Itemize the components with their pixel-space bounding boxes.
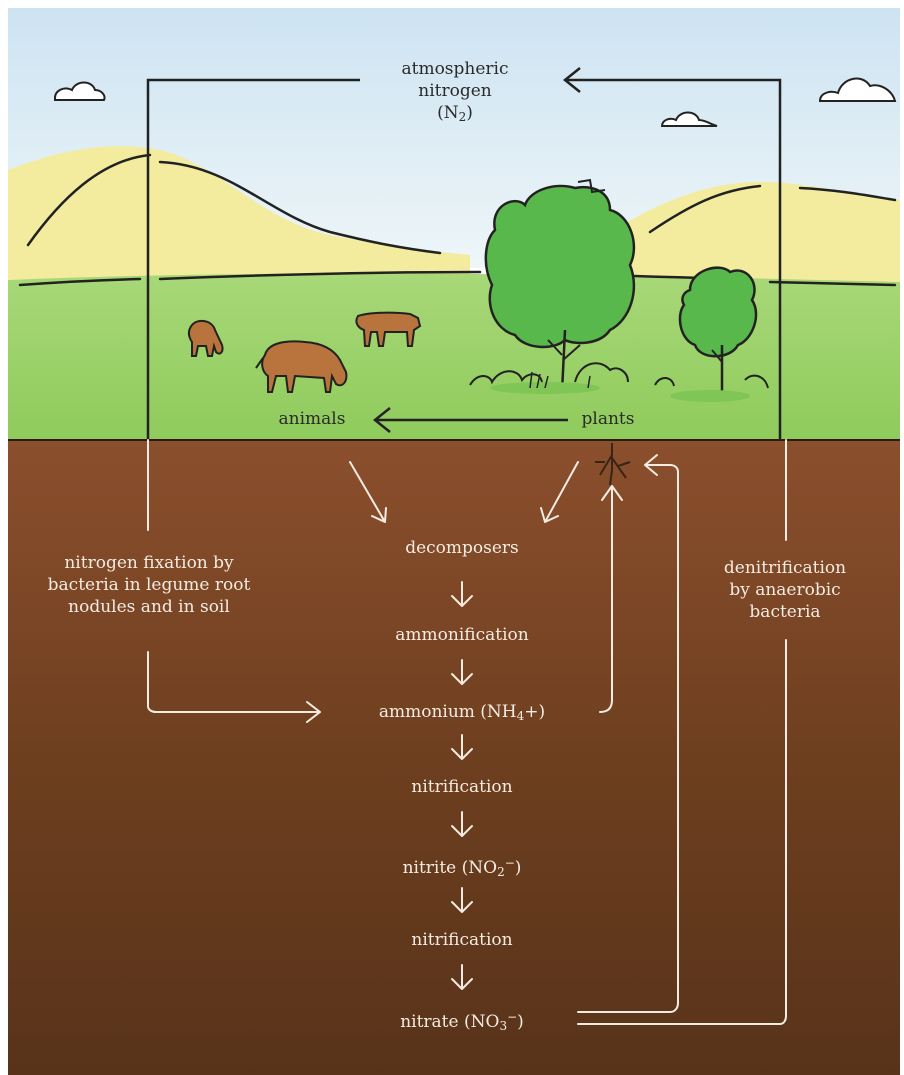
atmospheric-line2: nitrogen <box>418 81 492 101</box>
animals-to-decomposers-arrow <box>349 461 387 523</box>
fixation-line1: nitrogen fixation by <box>64 553 234 573</box>
plants-to-decomposers-arrow <box>540 461 579 523</box>
denitrification-label: denitrification by anaerobic bacteria <box>700 557 870 623</box>
underground-arrows <box>147 439 787 1025</box>
nitrite-label: nitrite (NO2−) <box>402 856 522 879</box>
decomposers-label: decomposers <box>405 538 519 558</box>
nitrification-label-1: nitrification <box>411 777 513 797</box>
animals-label: animals <box>278 409 346 429</box>
atmospheric-line1: atmospheric <box>401 59 509 79</box>
cloud-icon <box>818 77 897 102</box>
ammonification-to-ammonium-arrow <box>451 659 473 685</box>
atmospheric-nitrogen-label: atmospheric nitrogen (N2) <box>380 58 530 128</box>
nitrification-to-nitrite-arrow <box>451 811 473 837</box>
nitrification-to-nitrate-arrow <box>451 964 473 990</box>
nitrate-label: nitrate (NO3−) <box>400 1010 524 1033</box>
denitrification-line1: denitrification <box>723 558 847 578</box>
atmosphere-arrowhead <box>562 67 581 93</box>
ammonium-to-nitrification-arrow <box>451 734 473 760</box>
hills-region <box>8 146 470 300</box>
fixation-line2: bacteria in legume root <box>47 575 251 595</box>
nitrite-to-nitrification-arrow <box>451 887 473 913</box>
hill-outline-right <box>648 184 897 234</box>
nitrate-to-denitrification-line <box>577 639 787 1025</box>
fixation-line3: nodules and in soil <box>68 597 230 617</box>
bush-icon <box>469 362 629 394</box>
nitrate-to-plants-arrow <box>577 454 679 1013</box>
tree-icon <box>678 266 758 395</box>
nitrogen-fixation-label: nitrogen fixation by bacteria in legume … <box>18 552 280 618</box>
grass-outline <box>18 270 897 287</box>
denitrification-line3: bacteria <box>749 602 821 622</box>
cloud-icon <box>660 111 718 127</box>
plants-to-animals-arrow <box>372 407 568 433</box>
root-icon <box>595 443 631 486</box>
grass-region <box>8 273 900 440</box>
ammonification-label: ammonification <box>395 625 529 645</box>
nitrification-label-2: nitrification <box>411 930 513 950</box>
right-hill-region <box>600 181 900 300</box>
cow-icon <box>255 340 348 393</box>
decomposers-to-ammonification-arrow <box>451 581 473 607</box>
cow-icon <box>188 319 224 357</box>
tree-icon <box>484 178 636 393</box>
fixation-to-ammonium-arrow <box>147 651 321 723</box>
atmospheric-formula: (N2) <box>437 103 473 124</box>
bush-icon <box>654 374 769 402</box>
soil-region <box>8 440 900 1075</box>
ammonium-to-plants-arrow <box>599 485 623 713</box>
plants-label: plants <box>581 409 635 429</box>
cow-icon <box>355 311 422 347</box>
atmosphere-loop-arrow <box>146 78 782 440</box>
ammonium-label: ammonium (NH4+) <box>378 702 546 723</box>
hill-outline-mid <box>158 160 442 255</box>
cloud-icon <box>54 81 106 101</box>
hill-outline-left <box>26 153 152 247</box>
denitrification-line2: by anaerobic <box>729 580 841 600</box>
